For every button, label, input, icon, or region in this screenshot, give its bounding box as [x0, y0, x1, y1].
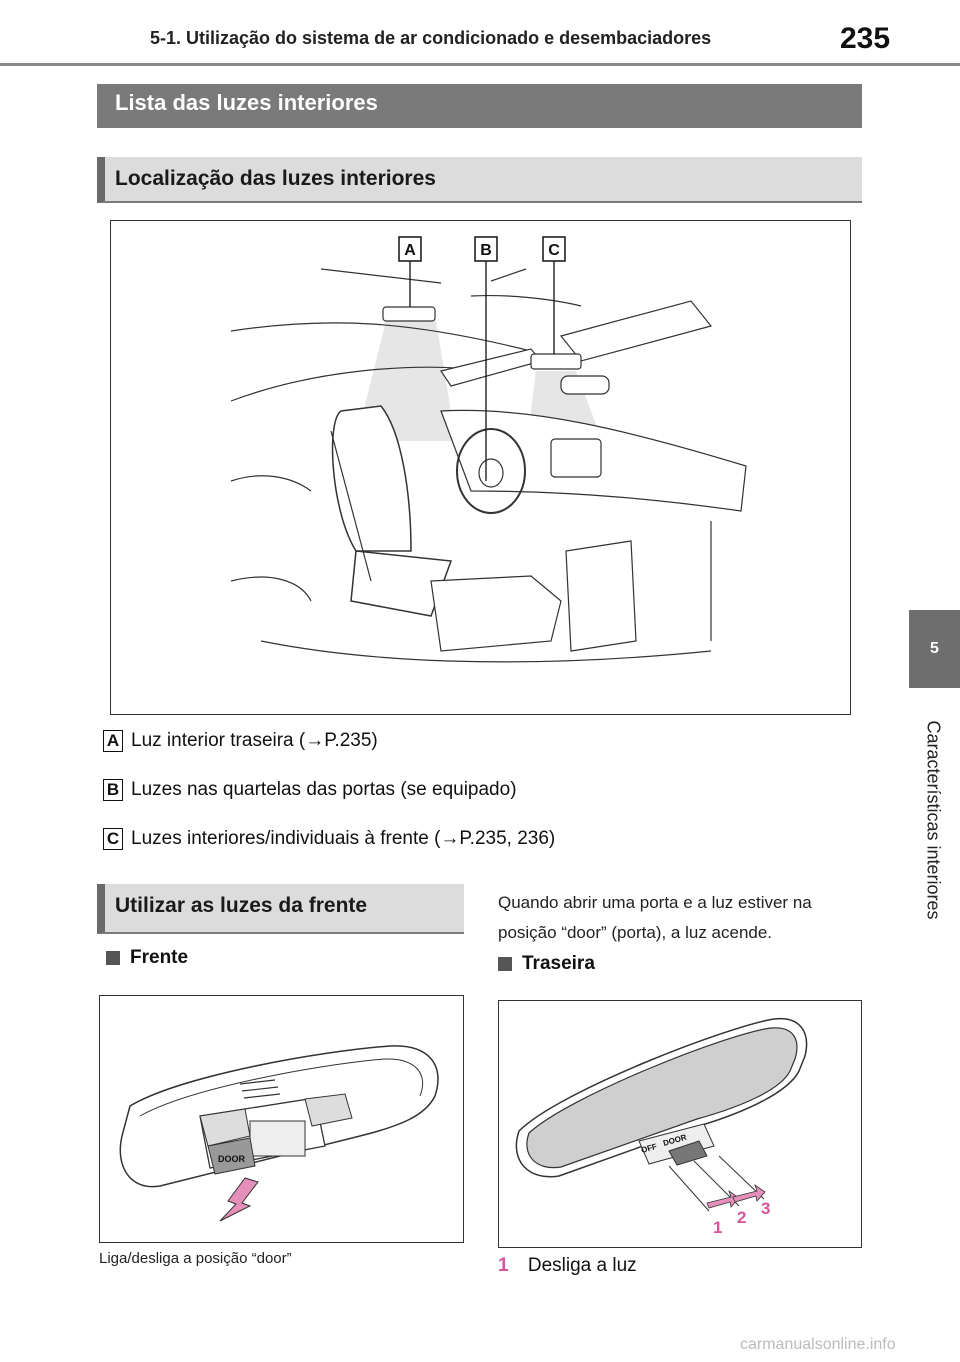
legend-item-b: B Luzes nas quartelas das portas (se equ… — [103, 779, 517, 801]
location-heading: Localização das luzes interiores — [97, 157, 862, 203]
step-number-2: 2 — [737, 1208, 746, 1227]
car-interior-illustration: A B C — [230, 236, 747, 663]
step-1: 1 Desliga a luz — [498, 1255, 637, 1277]
legend-text-b: Luzes nas quartelas das portas (se equip… — [131, 779, 517, 800]
front-console-illustration: DOOR — [119, 1045, 439, 1222]
front-lights-heading: Utilizar as luzes da frente — [97, 884, 464, 934]
press-arrow-icon — [219, 1177, 259, 1222]
watermark-footer: carmanualsonline.info — [740, 1336, 896, 1353]
header-divider — [0, 63, 960, 66]
step-1-number: 1 — [498, 1255, 509, 1276]
step-number-1: 1 — [713, 1218, 722, 1237]
front-subheading: Frente — [106, 947, 188, 969]
door-position-paragraph: Quando abrir uma porta e a luz estiver n… — [498, 893, 812, 942]
slide-arrow-icon — [732, 1183, 766, 1203]
front-subheading-text: Frente — [130, 947, 189, 968]
front-light-figure: DOOR — [99, 995, 464, 1243]
step-number-3: 3 — [761, 1199, 770, 1218]
off-label: OFF — [640, 1142, 658, 1155]
chapter-number: 5 — [930, 640, 939, 657]
legend-item-a: A Luz interior traseira (→P.235) — [103, 730, 378, 752]
chapter-title-vertical: Características interiores — [908, 700, 958, 940]
front-caption: Liga/desliga a posição “door” — [99, 1250, 292, 1267]
legend-letter-b: B — [103, 779, 123, 801]
page-number: 235 — [840, 22, 891, 55]
chapter-title: Características interiores — [923, 720, 944, 920]
rear-lamp-illustration: OFF DOOR 1 2 3 — [515, 1017, 808, 1237]
figure-label-c: C — [548, 242, 560, 259]
legend-item-c: C Luzes interiores/individuais à frente … — [103, 828, 555, 850]
legend-text-a: Luz interior traseira (→P.235) — [131, 730, 378, 751]
chapter-tab: 5 — [909, 610, 960, 688]
rear-subheading: Traseira — [498, 953, 595, 975]
legend-letter-c: C — [103, 828, 123, 850]
square-bullet-icon — [498, 957, 512, 971]
figure-label-b: B — [480, 242, 492, 259]
step-1-text: Desliga a luz — [527, 1255, 637, 1276]
door-switch-label: DOOR — [218, 1154, 246, 1164]
rear-light-figure: OFF DOOR 1 2 3 — [498, 1000, 862, 1248]
main-section-heading: Lista das luzes interiores — [97, 84, 862, 128]
legend-text-c: Luzes interiores/individuais à frente (→… — [131, 828, 556, 849]
slide-arrow-icon — [706, 1189, 740, 1209]
header-title: 5-1. Utilização do sistema de ar condici… — [150, 28, 712, 48]
interior-lights-figure: A B C — [110, 220, 851, 715]
legend-letter-a: A — [103, 730, 123, 752]
rear-subheading-text: Traseira — [522, 953, 595, 974]
figure-label-a: A — [404, 242, 416, 259]
square-bullet-icon — [106, 951, 120, 965]
